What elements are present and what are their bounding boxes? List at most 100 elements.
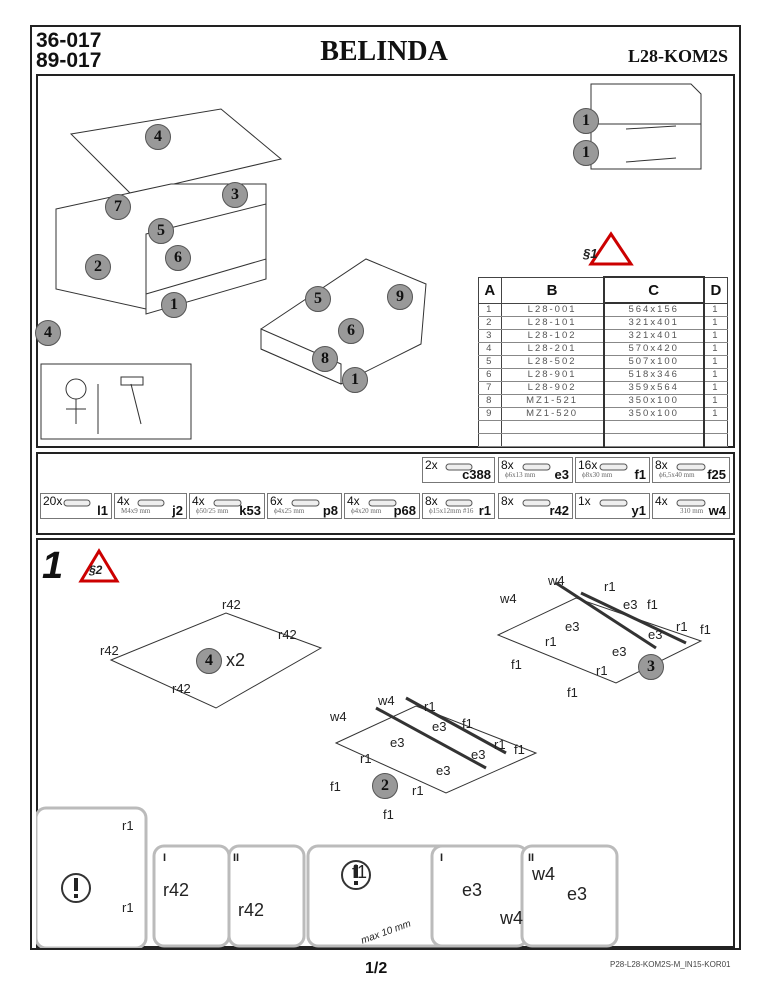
- parts-cell: 3: [478, 329, 502, 343]
- part-callout: 6: [338, 318, 364, 344]
- product-code-2: 89-017: [36, 49, 102, 72]
- parts-cell: 2: [478, 316, 502, 330]
- parts-cell: 1: [703, 368, 728, 382]
- hardware-icon: [599, 463, 628, 471]
- col-header: A: [478, 276, 502, 304]
- hardware-icon: [445, 463, 473, 471]
- label-e3: e3: [390, 735, 405, 750]
- parts-cell: 321x401: [602, 329, 705, 343]
- parts-cell-empty: [478, 433, 502, 447]
- hardware-dim: ϕ4x25 mm: [274, 507, 305, 515]
- part-callout: 4: [35, 320, 61, 346]
- hardware-dim: ϕ4x20 mm: [351, 507, 382, 515]
- label-w4: w4: [378, 693, 395, 708]
- hardware-code: e3: [554, 467, 569, 482]
- part-callout: 1: [342, 367, 368, 393]
- hardware-code: c388: [462, 467, 491, 482]
- hardware-code: r1: [478, 503, 491, 518]
- detail-II: II: [233, 852, 240, 864]
- hardware-qty: 8x: [655, 458, 668, 472]
- page-number: 1/2: [365, 960, 388, 977]
- parts-cell-empty: [500, 420, 605, 434]
- hardware-icon: [676, 499, 706, 507]
- parts-cell-empty: [602, 420, 705, 434]
- detail-f1: f1: [352, 862, 368, 882]
- parts-cell: MZ1-520: [500, 407, 605, 421]
- hardware-item-w4: 4x 310 mm w4: [652, 493, 730, 519]
- hardware-dim: 310 mm: [680, 507, 704, 515]
- detail-w4: w4: [500, 908, 524, 928]
- detail-w4: w4: [532, 864, 556, 884]
- parts-cell: 570x420: [602, 342, 705, 356]
- hardware-qty: 20x: [43, 494, 63, 508]
- parts-cell: 321x401: [602, 316, 705, 330]
- part-callout: 1: [161, 292, 187, 318]
- label-f1: f1: [462, 716, 473, 731]
- parts-cell: L28-901: [500, 368, 605, 382]
- hardware-code: k53: [239, 503, 261, 518]
- label-r1: r1: [360, 751, 372, 766]
- hardware-icon: [522, 499, 551, 507]
- parts-cell-empty: [602, 433, 705, 447]
- hardware-qty: 4x: [117, 494, 130, 508]
- hardware-icon: [137, 499, 165, 507]
- hardware-code: w4: [708, 503, 726, 518]
- parts-cell: 6: [478, 368, 502, 382]
- assembly-callout: 3: [638, 654, 664, 680]
- label-f1: f1: [383, 807, 394, 822]
- warning-triangle-icon: [78, 548, 120, 583]
- hardware-item-c388: 2x c388: [422, 457, 495, 483]
- part-callout: 8: [312, 346, 338, 372]
- hardware-qty: 6x: [270, 494, 283, 508]
- label-r42: r42: [172, 681, 191, 696]
- hardware-qty: 4x: [347, 494, 360, 508]
- hardware-code: j2: [172, 503, 183, 518]
- parts-cell: 8: [478, 394, 502, 408]
- label-e3: e3: [436, 763, 451, 778]
- assembly-callout: 2: [372, 773, 398, 799]
- hardware-icon: [445, 499, 473, 507]
- label-e3: e3: [612, 644, 627, 659]
- hardware-code: p8: [322, 503, 338, 518]
- parts-cell: 564x156: [602, 303, 705, 317]
- hardware-qty: 4x: [655, 494, 668, 508]
- detail-e3: e3: [462, 880, 483, 900]
- overview-section: [36, 74, 735, 448]
- hardware-dim: ϕ50/25 mm: [196, 507, 229, 515]
- front-callout: 1: [573, 140, 599, 166]
- parts-cell: L28-101: [500, 316, 605, 330]
- hardware-qty: 8x: [425, 494, 438, 508]
- parts-cell: 1: [703, 303, 728, 317]
- label-r1: r1: [596, 663, 608, 678]
- label-r42: r42: [222, 597, 241, 612]
- detail-r42: r42: [238, 900, 265, 920]
- col-header: C: [602, 276, 705, 304]
- parts-cell: L28-001: [500, 303, 605, 317]
- hardware-icon: [676, 463, 706, 471]
- hardware-icon: [291, 499, 320, 507]
- label-r1: r1: [604, 579, 616, 594]
- label-e3: e3: [565, 619, 580, 634]
- hardware-dim: ϕ15x12mm #16: [429, 507, 474, 515]
- label-w4: w4: [548, 573, 565, 588]
- label-e3: e3: [471, 747, 486, 762]
- label-r42: r42: [278, 627, 297, 642]
- part-callout: 2: [85, 254, 111, 280]
- label-r1: r1: [545, 634, 557, 649]
- front-callout: 1: [573, 108, 599, 134]
- label-f1: f1: [700, 622, 711, 637]
- step-warning-label: §2: [89, 563, 103, 577]
- multiplier: x2: [226, 650, 246, 670]
- parts-cell: 1: [703, 316, 728, 330]
- hardware-qty: 2x: [425, 458, 438, 472]
